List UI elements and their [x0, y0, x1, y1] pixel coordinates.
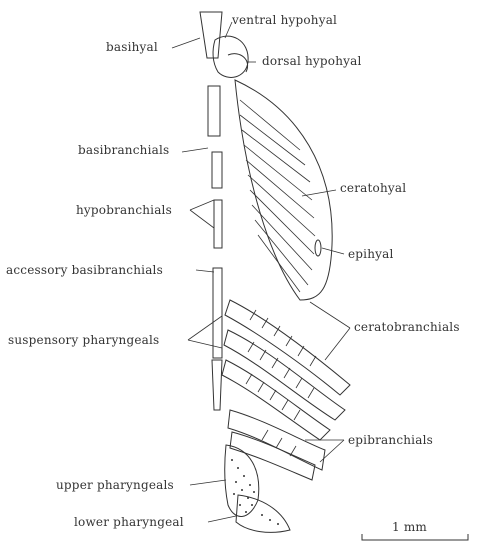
label-basihyal: basihyal — [106, 40, 158, 54]
pharyngeal-teeth-dots — [231, 459, 279, 525]
label-accessory-basibranchials: accessory basibranchials — [6, 263, 163, 277]
label-upper-pharyngeals: upper pharyngeals — [56, 478, 174, 492]
leader-lines — [172, 22, 350, 522]
lower-pharyngeal-plate — [236, 495, 290, 532]
basihyal-bone — [200, 12, 222, 58]
label-ceratohyal: ceratohyal — [340, 181, 406, 195]
label-lower-pharyngeal: lower pharyngeal — [74, 515, 184, 529]
basibranchial-1 — [208, 86, 220, 136]
basibranchial-tail — [212, 360, 222, 410]
label-scale-bar: 1 mm — [392, 520, 427, 534]
ceratohyal-epihyal-outline — [235, 80, 332, 300]
basibranchial-2 — [212, 152, 222, 188]
label-suspensory-pharyngeals: suspensory pharyngeals — [8, 333, 159, 347]
label-hypobranchials: hypobranchials — [76, 203, 172, 217]
scale-bar-line — [362, 534, 468, 540]
hypobranchial-rod — [214, 200, 222, 248]
label-epibranchials: epibranchials — [348, 433, 433, 447]
label-basibranchials: basibranchials — [78, 143, 169, 157]
label-dorsal-hypohyal: dorsal hypohyal — [262, 54, 362, 68]
label-epihyal: epihyal — [348, 247, 394, 261]
label-ventral-hypohyal: ventral hypohyal — [232, 13, 337, 27]
epibranchial-2 — [230, 432, 315, 480]
accessory-basibranchial-rod — [213, 268, 222, 358]
label-ceratobranchials: ceratobranchials — [354, 320, 460, 334]
epihyal-foramen — [315, 240, 321, 256]
ceratobranchial-1 — [225, 300, 350, 395]
